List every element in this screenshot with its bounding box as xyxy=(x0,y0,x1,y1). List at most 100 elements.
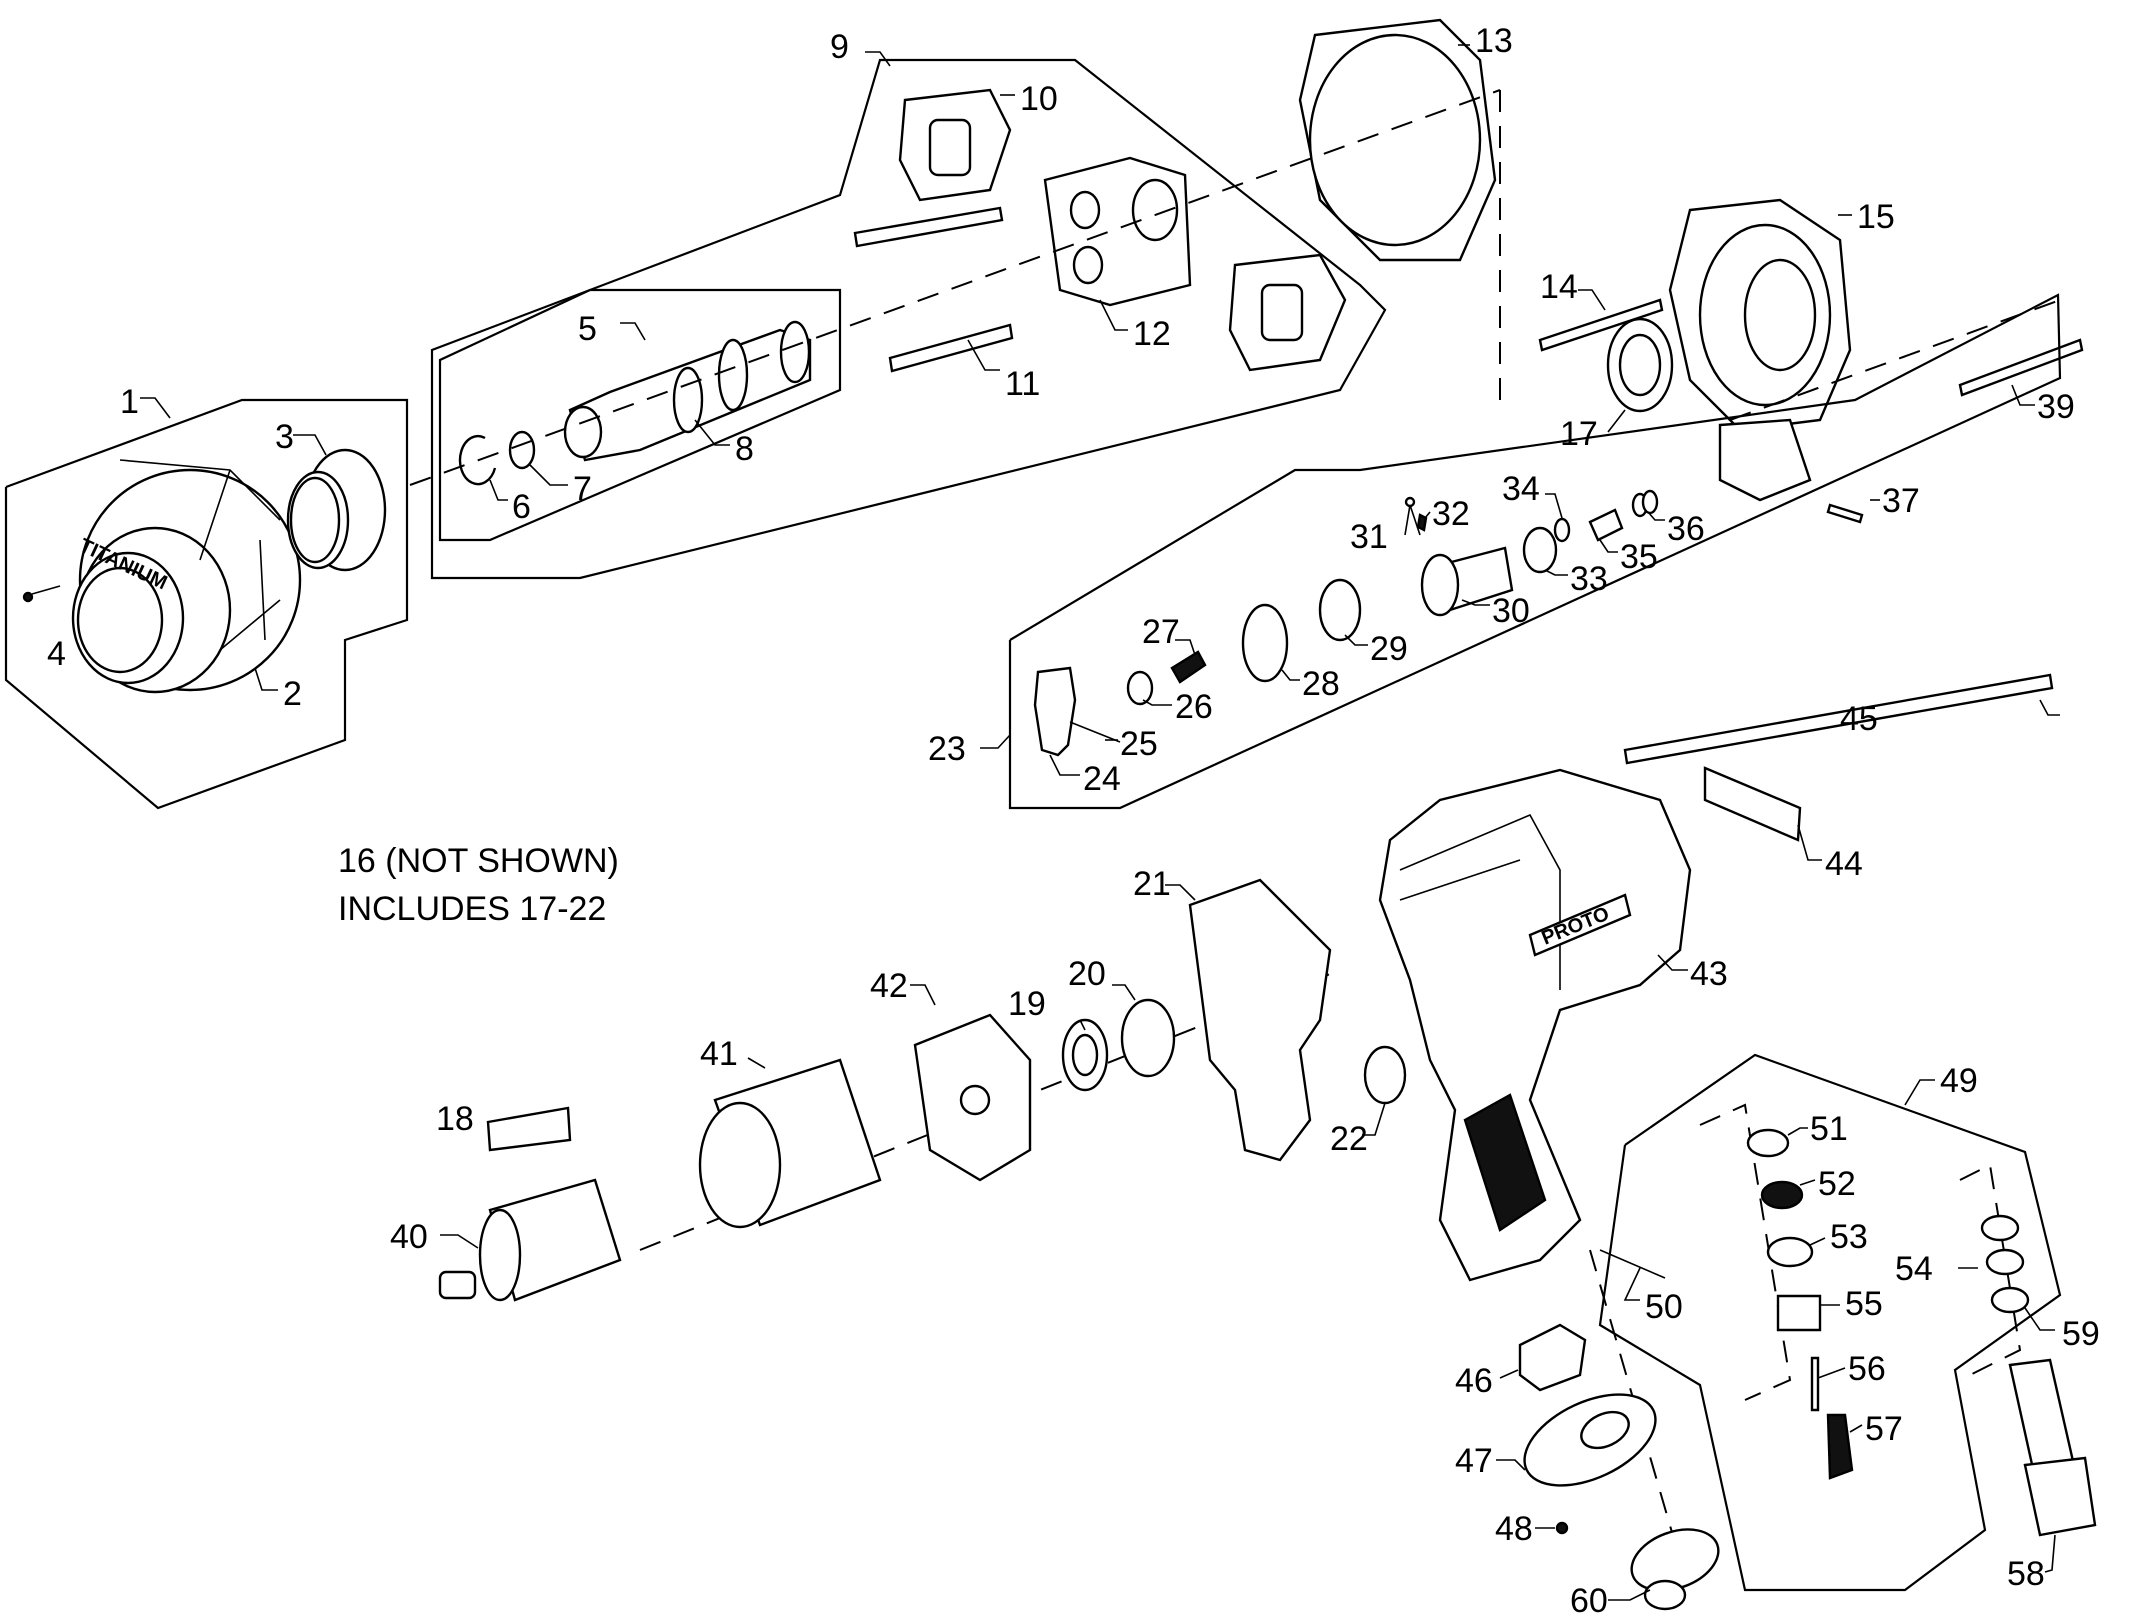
callout-19: 19 xyxy=(1008,985,1046,1023)
callout-15: 15 xyxy=(1857,198,1895,236)
callout-33: 33 xyxy=(1570,560,1608,598)
leader-4 xyxy=(31,585,61,595)
callout-5: 5 xyxy=(578,310,597,348)
callout-21: 21 xyxy=(1133,865,1171,903)
callout-56: 56 xyxy=(1848,1350,1886,1388)
leader-14 xyxy=(1578,289,1606,311)
label-plate-part-44 xyxy=(1703,766,1802,842)
callout-31: 31 xyxy=(1350,518,1388,556)
plug-part-35 xyxy=(1588,508,1624,542)
rear-end-plate-part-15 xyxy=(1668,198,1852,502)
callout-17: 17 xyxy=(1560,415,1598,453)
group-23-trigger-valve xyxy=(980,293,2062,810)
spring-part-32 xyxy=(1416,513,1428,532)
leader-28 xyxy=(1281,669,1300,681)
callout-53: 53 xyxy=(1830,1218,1868,1256)
seal-part-52 xyxy=(1760,1180,1804,1210)
leader-36 xyxy=(1647,511,1665,521)
not-shown-note-line-2: INCLUDES 17-22 xyxy=(338,890,606,928)
callout-60: 60 xyxy=(1570,1582,1608,1620)
leader-30 xyxy=(1461,599,1490,606)
callout-48: 48 xyxy=(1495,1510,1533,1548)
hammer-dog-part-10 xyxy=(898,88,1012,202)
pin-part-25 xyxy=(1069,721,1121,743)
bushing-part-3 xyxy=(286,448,387,572)
callout-59: 59 xyxy=(2062,1315,2100,1353)
pins-part-11 xyxy=(853,206,1014,373)
leader-22 xyxy=(1362,1102,1386,1136)
o-ring-part-34 xyxy=(1553,517,1571,543)
valve-bushing-part-30 xyxy=(1420,546,1514,617)
leader-23 xyxy=(980,734,1011,749)
callout-6: 6 xyxy=(512,488,531,526)
anvil-part-8 xyxy=(563,320,812,462)
leader-44 xyxy=(1797,824,1822,861)
callout-40: 40 xyxy=(390,1218,428,1256)
leader-35 xyxy=(1599,539,1618,553)
leader-11 xyxy=(967,339,1000,371)
callout-26: 26 xyxy=(1175,688,1213,726)
leader-32 xyxy=(1424,511,1431,519)
leader-39 xyxy=(2011,384,2035,406)
housing-part-43: PROTO xyxy=(1378,768,1692,1282)
leader-58 xyxy=(2044,1534,2056,1573)
callout-39: 39 xyxy=(2037,388,2075,426)
bolt-part-14 xyxy=(1538,298,1664,352)
inlet-cover-part-47 xyxy=(1523,1393,1657,1487)
callout-1: 1 xyxy=(120,383,139,421)
leader-7 xyxy=(529,464,568,486)
o-ring-part-51 xyxy=(1746,1128,1790,1158)
leader-26 xyxy=(1142,699,1172,706)
leader-21 xyxy=(1165,884,1196,901)
callout-3: 3 xyxy=(275,418,294,456)
group-1-front-case: TITANIUM xyxy=(4,397,409,810)
trigger-part-24 xyxy=(1033,666,1077,757)
leader-2 xyxy=(254,667,278,691)
leader-12 xyxy=(1099,299,1128,331)
leader-51 xyxy=(1787,1127,1808,1136)
leader-41 xyxy=(747,1057,766,1069)
callout-57: 57 xyxy=(1865,1410,1903,1448)
leader-47 xyxy=(1496,1459,1526,1471)
group-23-outline xyxy=(1008,293,2062,810)
leader-50 xyxy=(1623,1267,1641,1301)
pin-part-39 xyxy=(1958,338,2084,397)
callout-34: 34 xyxy=(1502,470,1540,508)
gasket-part-21 xyxy=(1188,878,1332,1162)
group-9-outline xyxy=(430,58,1387,580)
bearing-part-17 xyxy=(1606,317,1674,413)
callout-25: 25 xyxy=(1120,725,1158,763)
leader-33 xyxy=(1544,569,1568,576)
cap-part-46 xyxy=(1518,1323,1587,1392)
ball-part-31 xyxy=(1404,496,1416,508)
rotor-blade-part-18 xyxy=(486,1106,572,1152)
group-49-regulator xyxy=(1598,1053,2062,1592)
leader-19 xyxy=(1079,1019,1086,1031)
leader-46 xyxy=(1499,1369,1519,1379)
reverse-valve-part-29 xyxy=(1318,578,1362,642)
gasket-part-13 xyxy=(1298,18,1497,262)
callout-2: 2 xyxy=(283,675,302,713)
o-ring-part-20 xyxy=(1120,998,1176,1078)
callout-35: 35 xyxy=(1620,538,1658,576)
callout-46: 46 xyxy=(1455,1362,1493,1400)
callout-42: 42 xyxy=(870,967,908,1005)
group-1-outline xyxy=(4,398,409,810)
screw-part-4 xyxy=(22,591,34,603)
bearing-part-19 xyxy=(1061,1018,1109,1092)
callout-11: 11 xyxy=(1005,365,1040,403)
callout-51: 51 xyxy=(1810,1110,1848,1148)
cylinder-part-41 xyxy=(698,1058,882,1229)
leader-5 xyxy=(620,322,646,341)
leader-1 xyxy=(140,397,171,419)
callout-20: 20 xyxy=(1068,955,1106,993)
leader-49 xyxy=(1904,1079,1935,1106)
leader-56 xyxy=(1817,1367,1846,1379)
dashed-axis-upper xyxy=(409,89,1501,486)
o-ring-part-33 xyxy=(1522,526,1558,574)
callout-49: 49 xyxy=(1940,1062,1978,1100)
callout-43: 43 xyxy=(1690,955,1728,993)
hammer-case-part-2: TITANIUM xyxy=(71,459,302,694)
callout-27: 27 xyxy=(1142,613,1180,651)
shackle-part-60 xyxy=(1630,1528,1720,1611)
